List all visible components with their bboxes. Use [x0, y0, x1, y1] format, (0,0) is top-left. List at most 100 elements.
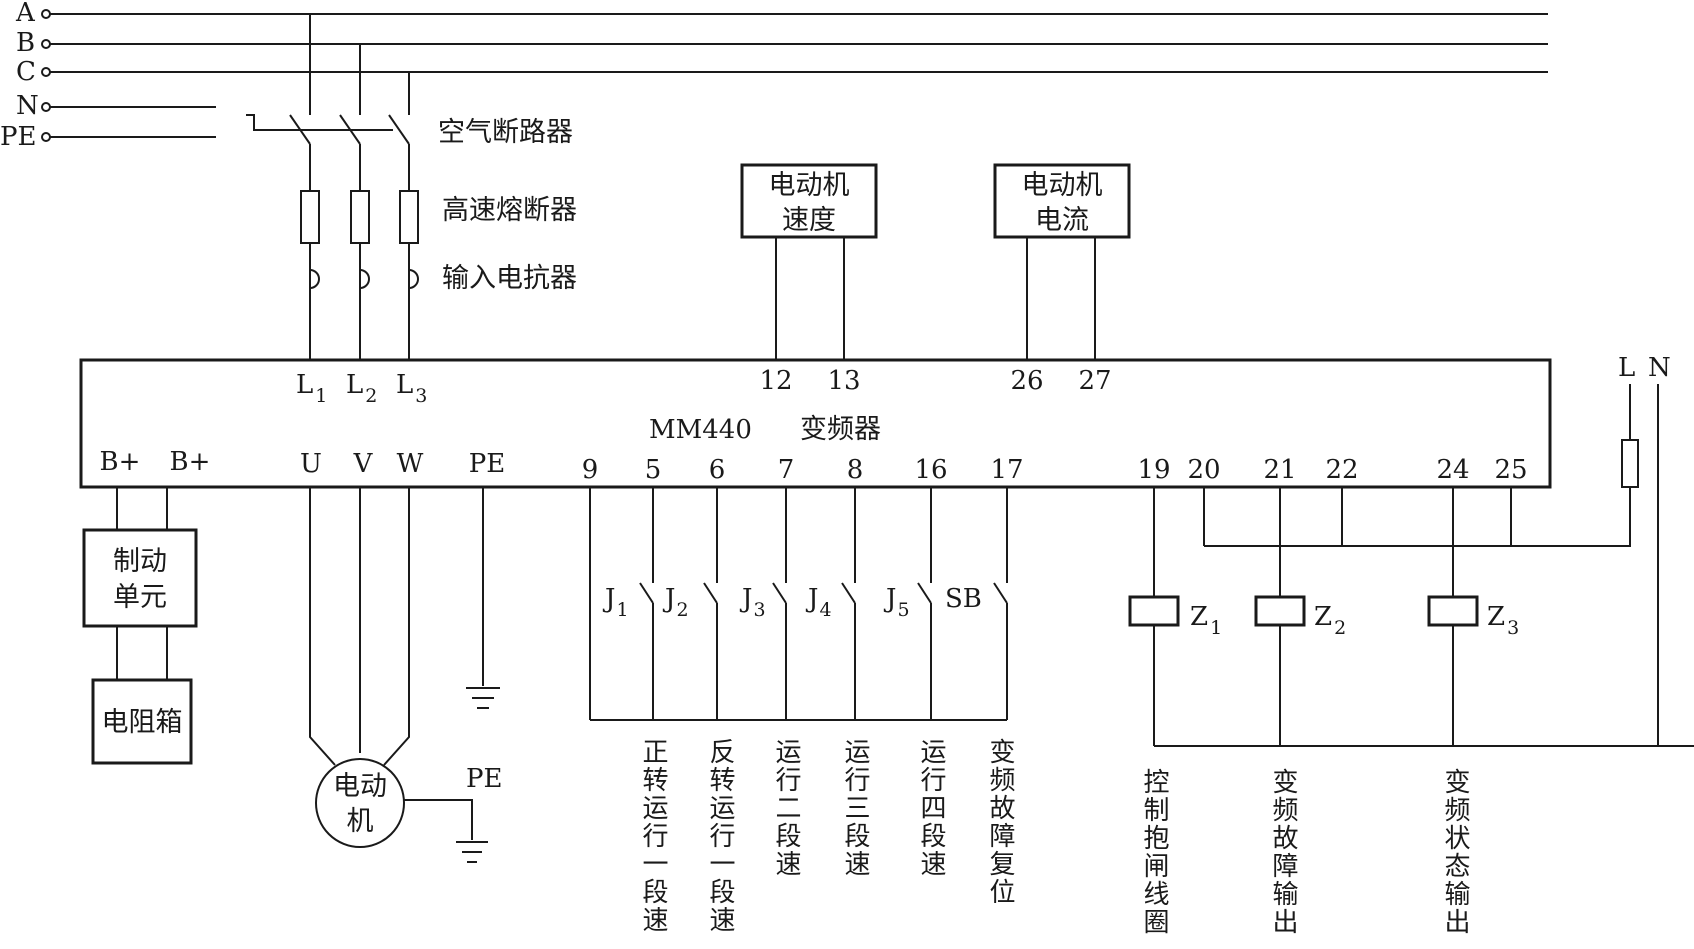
neutral-terminal — [41, 102, 51, 112]
switch-j3: J3 — [739, 487, 787, 720]
terminal-v: V — [353, 449, 374, 479]
terminal-20: 20 — [1187, 455, 1220, 485]
motor-symbol — [315, 758, 405, 848]
terminal-22: 22 — [1325, 455, 1358, 485]
terminal-5: 5 — [645, 455, 662, 485]
inverter-model: MM440 — [649, 415, 752, 445]
motor-circuit: 电动 机 PE — [309, 487, 502, 863]
phase-b-label: B — [16, 28, 35, 58]
motor-label-line2: 机 — [347, 806, 374, 837]
current-meter: 电动机 电流 — [993, 163, 1131, 360]
relay-coil-z3 — [1427, 595, 1479, 627]
phase-b-terminal — [41, 39, 51, 49]
terminal-pe: PE — [469, 449, 505, 479]
function-labels: 正转运行一段速 反转运行一段速 运行二段速 运行三段速 运行四段速 变频故障复位 — [638, 738, 1015, 934]
terminal-24: 24 — [1436, 455, 1469, 485]
terminal-21: 21 — [1263, 455, 1296, 485]
terminal-l3-sub: 3 — [415, 385, 427, 407]
motor-wire-w — [383, 487, 410, 766]
function-reverse-speed1: 反转运行一段速 — [705, 738, 735, 934]
resistor-box — [91, 678, 193, 765]
terminal-6: 6 — [709, 455, 726, 485]
aux-n-label: N — [1648, 353, 1671, 383]
pe-terminal — [41, 132, 51, 142]
brake-unit-line1: 制动 — [113, 546, 167, 577]
terminal-27: 27 — [1078, 366, 1111, 396]
terminal-l1-sub: 1 — [315, 385, 327, 407]
reactor-label: 输入电抗器 — [442, 263, 577, 294]
fuse-3 — [399, 190, 419, 244]
current-meter-line1: 电动机 — [1022, 170, 1103, 201]
inverter-box — [79, 358, 1552, 489]
speed-meter: 电动机 速度 — [740, 163, 878, 360]
reactor-3 — [408, 269, 419, 289]
motor-wire-u — [309, 487, 336, 766]
switch-sb-label: SB — [945, 584, 982, 614]
function-speed3: 运行三段速 — [840, 738, 870, 878]
terminal-l1-letter: L — [296, 370, 313, 400]
breaker-contact-2 — [339, 114, 361, 145]
switch-j4-label: J4 — [805, 584, 832, 621]
inverter-name: 变频器 — [800, 414, 881, 445]
terminal-b-plus-1: B+ — [100, 447, 141, 477]
switch-j5: J5 — [883, 487, 932, 720]
terminal-9: 9 — [582, 455, 599, 485]
phase-c-label: C — [16, 57, 36, 87]
breaker-link — [246, 114, 393, 131]
breaker-label: 空气断路器 — [438, 117, 573, 148]
terminal-b-plus-2: B+ — [170, 447, 211, 477]
fuse-2 — [350, 190, 370, 244]
motor-label-line1: 电动 — [333, 771, 387, 802]
switch-j1-label: J1 — [602, 584, 629, 621]
digital-inputs: J1 J2 J3 J4 J5 — [589, 487, 1008, 721]
output-fault: 变频故障输出 — [1268, 768, 1298, 936]
terminal-17: 17 — [990, 455, 1023, 485]
switch-j5-label: J5 — [883, 584, 910, 621]
relay-coil-z2 — [1254, 595, 1306, 627]
aux-l-label: L — [1618, 353, 1635, 383]
switch-sb: SB — [945, 487, 1008, 720]
brake-unit-box — [82, 528, 198, 628]
terminal-13: 13 — [827, 366, 860, 396]
switch-j4: J4 — [805, 487, 856, 720]
function-speed2: 运行二段速 — [771, 738, 801, 878]
inverter-ground-icon — [466, 687, 500, 709]
motor-ground-icon — [456, 841, 488, 863]
switch-j2-label: J2 — [662, 584, 689, 621]
terminal-u: U — [300, 449, 322, 479]
input-chain: 空气断路器 高速熔断器 输入电抗器 — [246, 14, 577, 360]
output-brake-coil: 控制抱闸线圈 — [1139, 768, 1169, 936]
terminal-25: 25 — [1494, 455, 1527, 485]
terminal-7: 7 — [778, 455, 795, 485]
terminal-w: W — [397, 449, 424, 479]
phase-c-terminal — [41, 67, 51, 77]
brake-circuit: 制动 单元 电阻箱 — [82, 487, 198, 765]
speed-meter-box — [740, 163, 878, 239]
function-fault-reset: 变频故障复位 — [985, 738, 1015, 906]
switch-j3-label: J3 — [739, 584, 766, 621]
current-meter-box — [993, 163, 1131, 239]
resistor-label: 电阻箱 — [102, 707, 183, 738]
neutral-label: N — [16, 91, 39, 121]
fuse-label: 高速熔断器 — [442, 195, 577, 226]
terminal-l2-letter: L — [346, 370, 363, 400]
speed-meter-line2: 速度 — [782, 205, 836, 236]
speed-meter-line1: 电动机 — [769, 170, 850, 201]
terminal-16: 16 — [914, 455, 947, 485]
reactor-2 — [359, 269, 370, 289]
function-speed4: 运行四段速 — [916, 738, 946, 878]
terminal-19: 19 — [1137, 455, 1170, 485]
output-status: 变频状态输出 — [1440, 768, 1470, 936]
switch-j1: J1 — [602, 487, 654, 720]
reactor-1 — [309, 269, 320, 289]
fuse-1 — [300, 190, 320, 244]
